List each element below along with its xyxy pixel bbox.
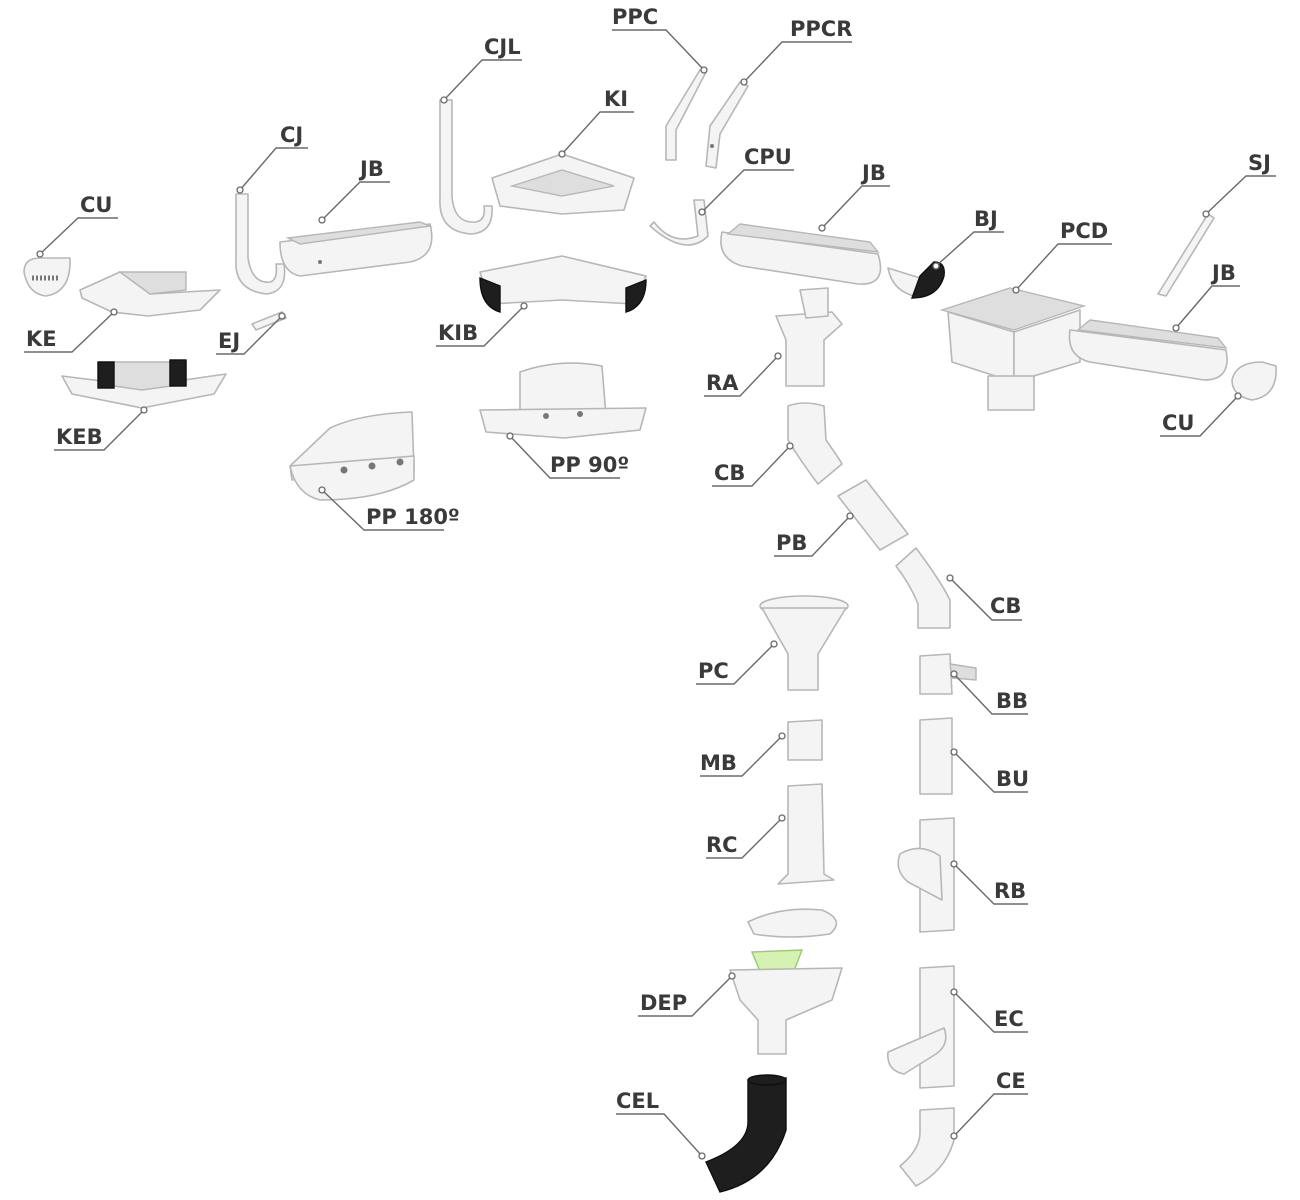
label-ce: CE (996, 1069, 1026, 1093)
label-cu-left: CU (80, 193, 112, 217)
label-pb: PB (776, 531, 807, 555)
label-ke: KE (26, 327, 57, 351)
part-pp90 (480, 363, 646, 438)
label-cel: CEL (616, 1089, 659, 1113)
callout-mb: MB (700, 733, 785, 776)
part-kib (480, 256, 646, 312)
callout-kib: KIB (436, 303, 527, 346)
part-cb-2 (896, 548, 950, 628)
callout-pc: PC (696, 641, 777, 684)
callout-cb-1: CB (712, 443, 793, 486)
part-jb-3 (1069, 320, 1227, 380)
part-ppc (666, 70, 706, 160)
part-dep (730, 909, 842, 1054)
part-cj (236, 194, 285, 294)
callout-rb: RB (951, 861, 1028, 904)
label-cjl: CJL (484, 35, 521, 59)
callout-jb-2: JB (819, 161, 890, 231)
label-ppc: PPC (612, 5, 658, 29)
part-ppcr (706, 82, 748, 168)
part-cb-1 (788, 403, 842, 484)
label-cu-right: CU (1162, 411, 1194, 435)
label-pcd: PCD (1060, 219, 1108, 243)
callout-sj: SJ (1203, 151, 1276, 217)
label-cj: CJ (280, 123, 303, 147)
part-rc (778, 784, 834, 884)
label-jb-2: JB (860, 161, 886, 185)
label-bj: BJ (974, 207, 998, 231)
part-jb-1 (280, 222, 432, 276)
label-jb-1: JB (358, 157, 384, 181)
callout-ki: KI (559, 87, 634, 157)
part-sj (1158, 214, 1214, 296)
callout-jb-3: JB (1173, 261, 1240, 331)
callout-keb: KEB (54, 407, 147, 450)
part-pp180 (290, 412, 414, 500)
label-ej: EJ (218, 329, 240, 353)
callout-pp90: PP 90º (507, 433, 629, 478)
part-ra (776, 288, 842, 386)
callout-cu-right: CU (1160, 393, 1241, 436)
callout-pcd: PCD (1013, 219, 1112, 293)
callout-rc: RC (706, 815, 785, 858)
part-cpu (650, 200, 708, 245)
part-bu (920, 718, 952, 794)
part-cjl (440, 100, 492, 234)
label-cb-2: CB (990, 594, 1021, 618)
callout-bu: BU (951, 749, 1029, 792)
label-ppcr: PPCR (790, 17, 852, 41)
callout-ra: RA (704, 353, 781, 396)
label-jb-3: JB (1210, 261, 1236, 285)
label-pp90: PP 90º (550, 453, 629, 477)
callout-jb-1: JB (319, 157, 390, 223)
callout-pb: PB (774, 513, 853, 556)
label-sj: SJ (1248, 151, 1271, 175)
callout-cb-2: CB (947, 575, 1022, 620)
label-bu: BU (996, 767, 1029, 791)
label-kib: KIB (438, 321, 478, 345)
callout-cjl: CJL (441, 35, 522, 103)
label-keb: KEB (56, 425, 103, 449)
callout-bj: BJ (933, 207, 1004, 269)
label-pp180: PP 180º (366, 505, 460, 529)
label-rb: RB (994, 879, 1026, 903)
callout-cj: CJ (237, 123, 308, 193)
label-mb: MB (700, 751, 737, 775)
label-bb: BB (996, 689, 1028, 713)
part-cu-left (24, 258, 70, 296)
callout-cu-left: CU (37, 193, 118, 257)
label-rc: RC (706, 833, 738, 857)
callout-ppcr: PPCR (741, 17, 852, 85)
callout-ppc: PPC (612, 5, 707, 73)
callout-ke: KE (24, 309, 117, 352)
part-ec (888, 966, 954, 1088)
part-pcd (942, 288, 1084, 410)
label-ec: EC (994, 1007, 1024, 1031)
callout-cel: CEL (616, 1089, 705, 1159)
part-cel (706, 1075, 786, 1192)
part-ce (900, 1108, 954, 1186)
part-keb (62, 360, 226, 408)
label-ki: KI (604, 87, 628, 111)
callout-dep: DEP (638, 973, 735, 1016)
callout-ec: EC (951, 989, 1028, 1032)
part-ki (492, 154, 634, 214)
label-cpu: CPU (744, 145, 792, 169)
label-cb-1: CB (714, 461, 745, 485)
label-dep: DEP (640, 991, 687, 1015)
part-mb (788, 720, 822, 760)
part-ke (80, 272, 220, 316)
callout-ce: CE (951, 1069, 1028, 1139)
part-jb-2 (721, 224, 881, 284)
label-pc: PC (698, 659, 729, 683)
part-rb (898, 818, 954, 932)
label-ra: RA (706, 371, 739, 395)
